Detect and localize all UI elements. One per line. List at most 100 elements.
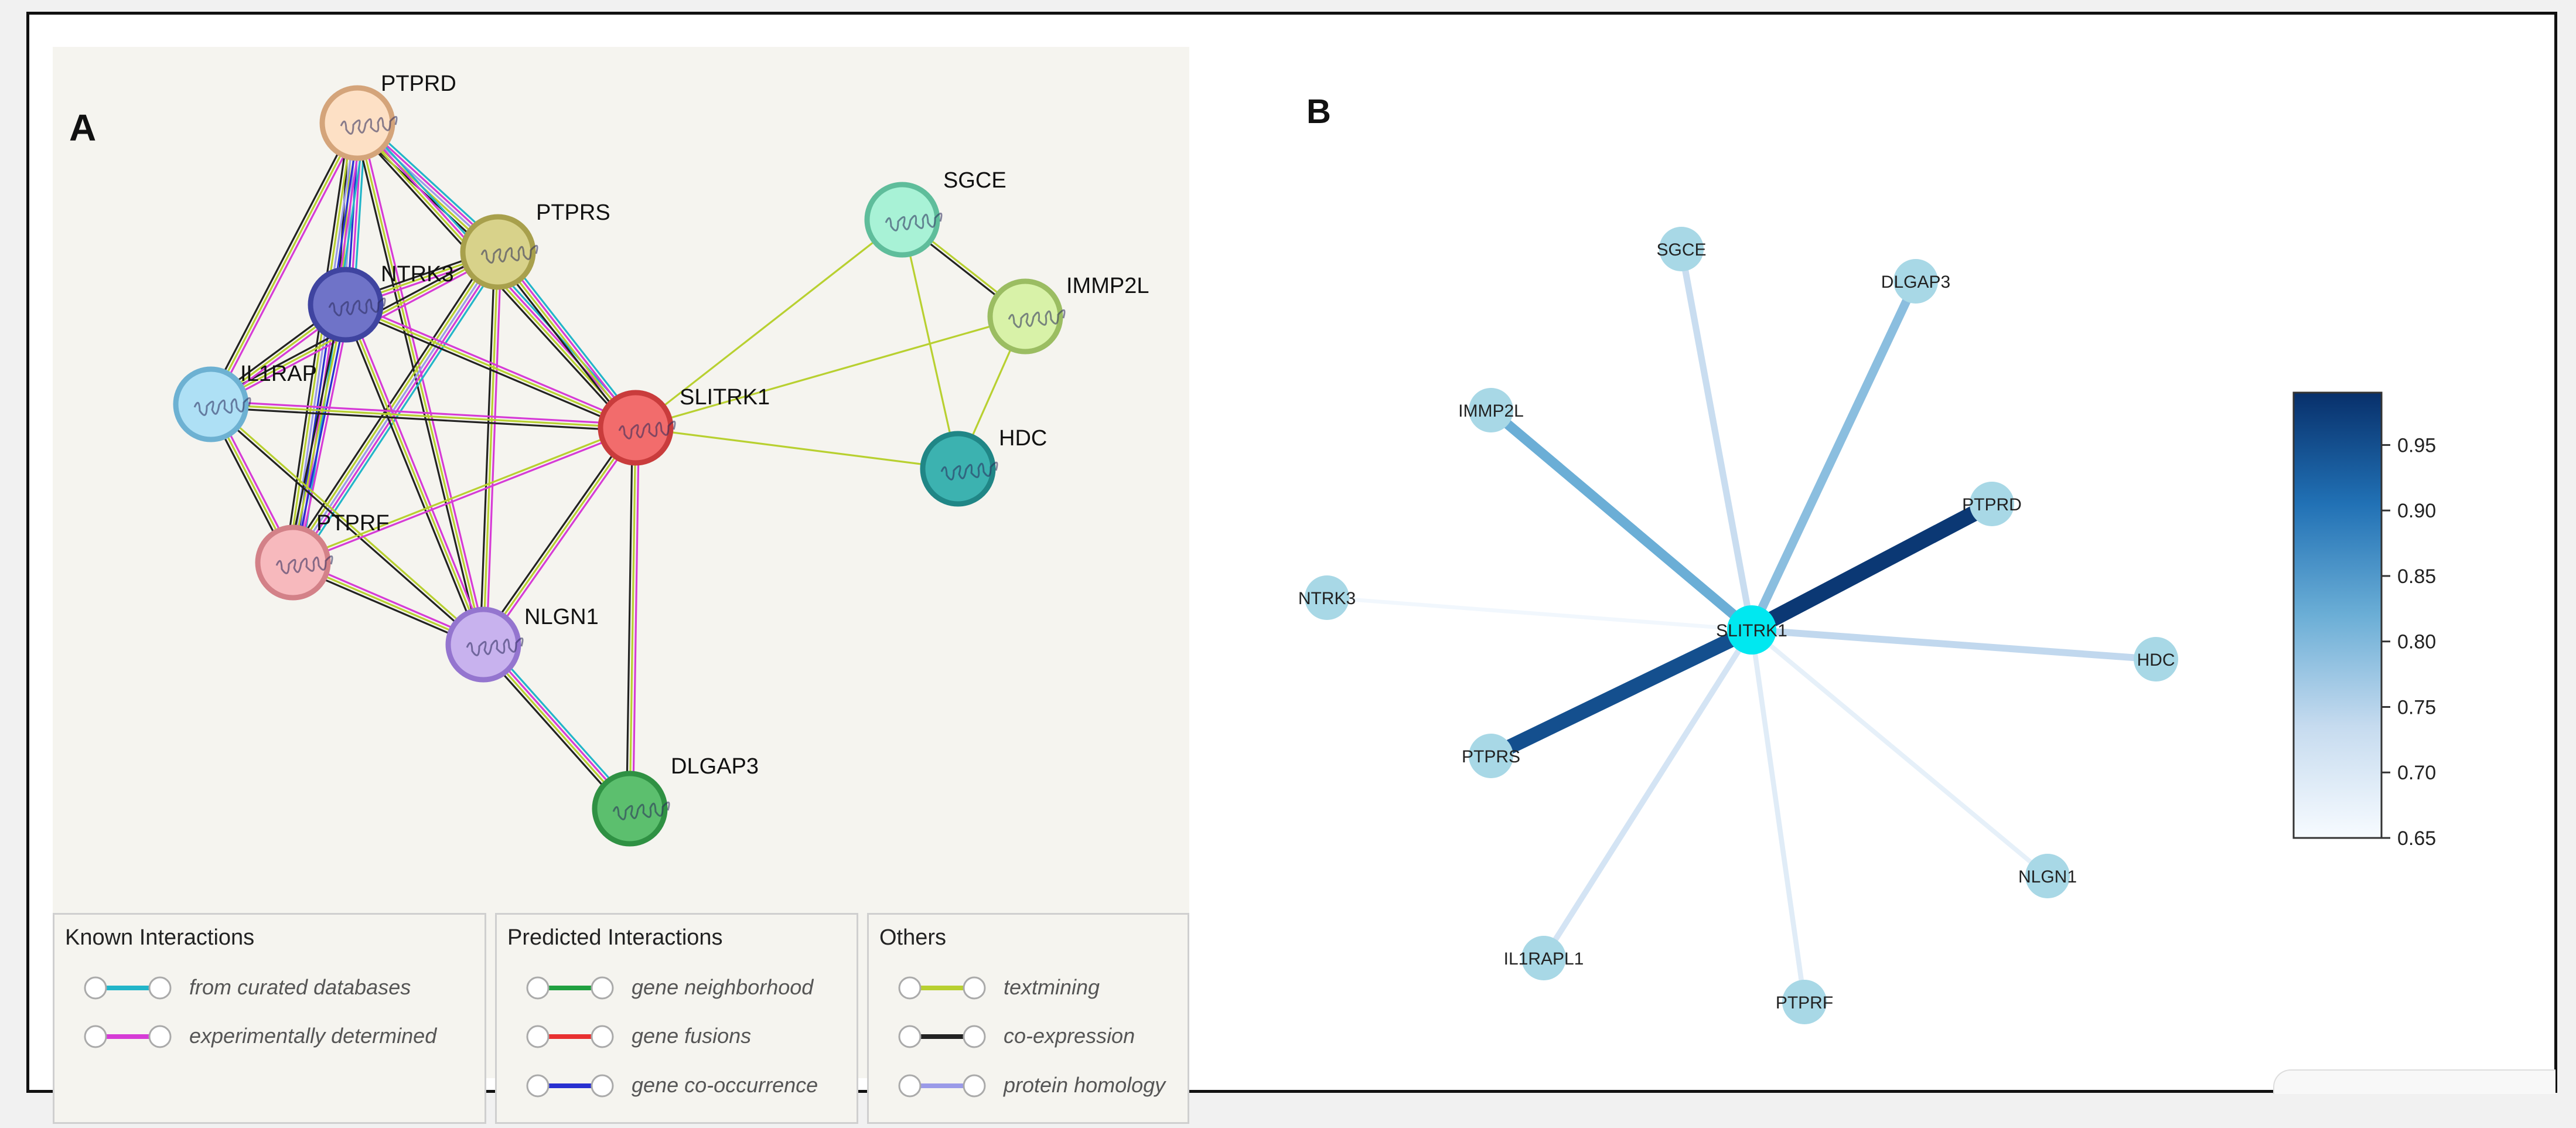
edge-line [629,427,637,809]
node-ptprd[interactable]: PTPRD [319,71,456,161]
legend-curated-label: from curated databases [189,975,411,999]
node-il1rapl1[interactable]: IL1RAPL1 [1504,936,1584,980]
colorbar-tick-label: 0.75 [2397,696,2436,718]
edge-line [625,427,634,809]
node-nlgn1[interactable]: NLGN1 [2018,854,2077,898]
colorbar-tick-label: 0.95 [2397,434,2436,456]
edge-line [480,425,634,643]
correlation-edges [1326,248,2157,1003]
node-circle [987,278,1063,355]
edge-line [359,122,487,645]
edge-slitrk1-immp2l [1487,406,1755,634]
node-circle [445,606,521,683]
edge-line [211,402,485,645]
node-immp2l[interactable]: IMMP2L [1458,388,1524,432]
legend-experimental-icon [84,1025,172,1048]
edge-slitrk1-sgce [635,219,903,429]
node-sgce[interactable]: SGCE [1656,227,1707,271]
node-label: PTPRS [1462,747,1520,766]
scroll-area [2273,1069,2555,1094]
legend-experimental: experimentally determined [84,1019,494,1054]
node-hdc[interactable]: HDC [920,426,1047,507]
edge-line [210,406,636,432]
node-il1rap[interactable]: IL1RAP [173,362,317,442]
edge-line [485,252,503,645]
node-dlgap3[interactable]: DLGAP3 [1881,259,1950,304]
edge-line [479,251,496,645]
center-node-label: SLITRK1 [1716,621,1787,640]
legend-cooccurrence-label: gene co-occurrence [632,1073,818,1097]
node-label: PTPRD [1962,495,2022,514]
edge-line [482,427,637,645]
edge-line [344,306,635,432]
node-ptprf[interactable]: PTPRF [1776,980,1833,1024]
edge-line [344,304,485,645]
edge-line [284,121,350,562]
node-label: IL1RAP [240,362,317,386]
node-label: HDC [999,426,1047,451]
legend-homology-label: protein homology [1004,1073,1166,1097]
edge-slitrk1-ptprf [292,425,637,565]
edge-line [356,122,485,645]
colorbar-tick-label: 0.80 [2397,631,2436,653]
node-circle [255,524,331,601]
node-label: NTRK3 [1298,589,1356,608]
colorbar-tick-label: 0.65 [2397,827,2436,850]
node-nlgn1[interactable]: NLGN1 [445,605,599,683]
edge-line [294,305,349,563]
edge-slitrk1-nlgn1 [480,425,639,648]
node-circle [319,85,395,161]
legend-coexpression-label: co-expression [1004,1024,1135,1048]
edge-slitrk1-il1rapl1 [1541,628,1755,960]
edge-slitrk1-ptprd [1748,496,1996,638]
string-network: A PTPRDPTPRSNTRK3IL1RAPSLITRK1PTPRFNLGN1… [69,71,1149,847]
node-label: PTPRD [381,71,456,96]
node-ntrk3[interactable]: NTRK3 [1298,575,1356,620]
edge-line [292,251,499,563]
node-ptprd[interactable]: PTPRD [1962,482,2022,526]
legend-curated-icon [84,976,172,1000]
protein-structure-icon [193,397,251,416]
legend-others: Others textmining co-expression protein … [867,913,1189,1124]
edge-line [296,305,352,564]
node-sgce[interactable]: SGCE [864,168,1006,258]
legend-experimental-label: experimentally determined [189,1024,437,1048]
edge-line [346,301,637,426]
node-dlgap3[interactable]: DLGAP3 [592,754,759,847]
protein-structure-icon [1008,309,1066,328]
legend-predicted-title: Predicted Interactions [507,925,723,950]
edge-line [213,124,361,407]
node-ptprs[interactable]: PTPRS [460,200,610,290]
node-circle [1970,482,2014,526]
colorbar-bar [2292,391,2383,839]
edge-slitrk1-hdc [635,427,958,470]
node-circle [1469,734,1513,778]
edge-slitrk1-ptprs [1487,623,1755,763]
edge-il1rap-nlgn1 [209,402,485,647]
node-label: DLGAP3 [1881,272,1950,292]
node-immp2l[interactable]: IMMP2L [987,274,1149,355]
protein-structure-icon [940,461,998,480]
edge-line [209,404,483,647]
edge-line [289,250,496,561]
node-ptprs[interactable]: PTPRS [1462,734,1520,778]
node-slitrk1-center[interactable]: SLITRK1 [1716,605,1787,655]
node-hdc[interactable]: HDC [2134,637,2178,681]
colorbar: 0.950.900.850.800.750.700.65 [2292,391,2436,850]
legend-predicted: Predicted Interactions gene neighborhood… [495,913,858,1124]
legend-known: Known Interactions from curated database… [53,913,486,1124]
node-slitrk1[interactable]: SLITRK1 [598,385,770,466]
edge-line [347,303,487,644]
protein-structure-icon [480,244,538,264]
node-circle [1659,227,1704,271]
panel-b-label: B [1306,93,1331,131]
edge-ntrk3-ptprf [287,304,352,564]
edge-line [210,122,359,405]
edge-slitrk1-hdc [1751,626,2157,663]
protein-structure-icon [328,297,386,316]
node-circle [864,182,940,258]
node-ntrk3[interactable]: NTRK3 [308,262,454,343]
node-ptprf[interactable]: PTPRF [255,511,390,601]
edge-line [293,428,637,565]
